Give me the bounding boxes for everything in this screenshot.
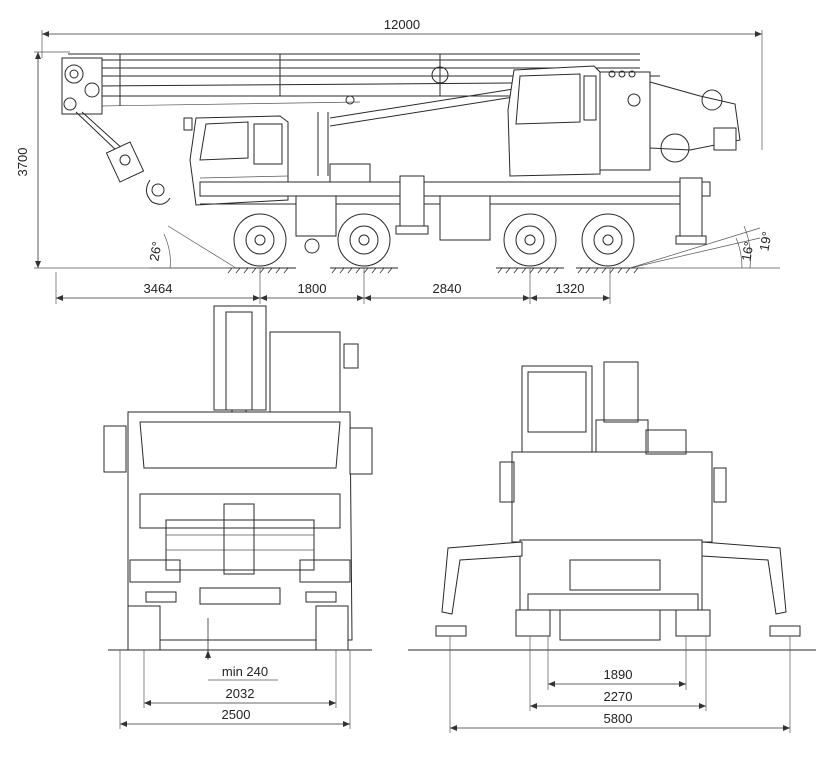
departure-angles: 19° 16° (629, 225, 780, 269)
front-overhang-label: 3464 (144, 281, 173, 296)
dim-axle-spacing: 3464 1800 2840 1320 (55, 268, 611, 304)
wheels (233, 213, 635, 267)
approach-angle: 26° (146, 225, 237, 269)
dim-height: 3700 (15, 51, 235, 269)
rear-superstructure (499, 361, 727, 611)
dim-front-widths: min 240 2032 2500 (119, 650, 351, 729)
wheelbase-3-label: 1320 (556, 281, 585, 296)
wheel-4 (581, 213, 635, 267)
chassis-frame (199, 163, 711, 245)
telescopic-boom (68, 53, 660, 176)
overall-width-label: 2500 (222, 707, 251, 722)
front-cab (103, 411, 373, 641)
wheelbase-2-label: 2840 (433, 281, 462, 296)
front-view: min 240 2032 2500 (103, 305, 373, 729)
front-right-wheel (315, 605, 349, 651)
wheelbase-1-label: 1800 (298, 281, 327, 296)
wheel-3 (503, 213, 557, 267)
operator-cab (507, 65, 741, 177)
boom-head (61, 57, 171, 205)
outrigger-inner-label: 1890 (604, 667, 633, 682)
overall-length-label: 12000 (384, 17, 420, 32)
outrigger-mid-label: 2270 (604, 689, 633, 704)
approach-angle-label: 26° (146, 240, 164, 262)
outrigger-span-label: 5800 (604, 711, 633, 726)
rear-outriggers (435, 541, 801, 641)
track-width-label: 2032 (226, 686, 255, 701)
wheel-1 (233, 213, 287, 267)
dim-rear-widths: 1890 2270 5800 (449, 636, 791, 733)
front-left-wheel (127, 605, 161, 651)
front-boom (213, 305, 359, 520)
height-label: 3700 (15, 148, 30, 177)
wheel-2 (337, 213, 391, 267)
rear-view: 1890 2270 5800 (408, 361, 816, 733)
ground-line-side (227, 267, 644, 274)
departure-angle-2-label: 16° (738, 240, 756, 262)
departure-angle-1-label: 19° (756, 230, 774, 252)
ground-clearance-label: min 240 (222, 664, 268, 679)
dim-overall-length: 12000 (41, 17, 763, 150)
side-view: 12000 3700 (15, 17, 780, 304)
